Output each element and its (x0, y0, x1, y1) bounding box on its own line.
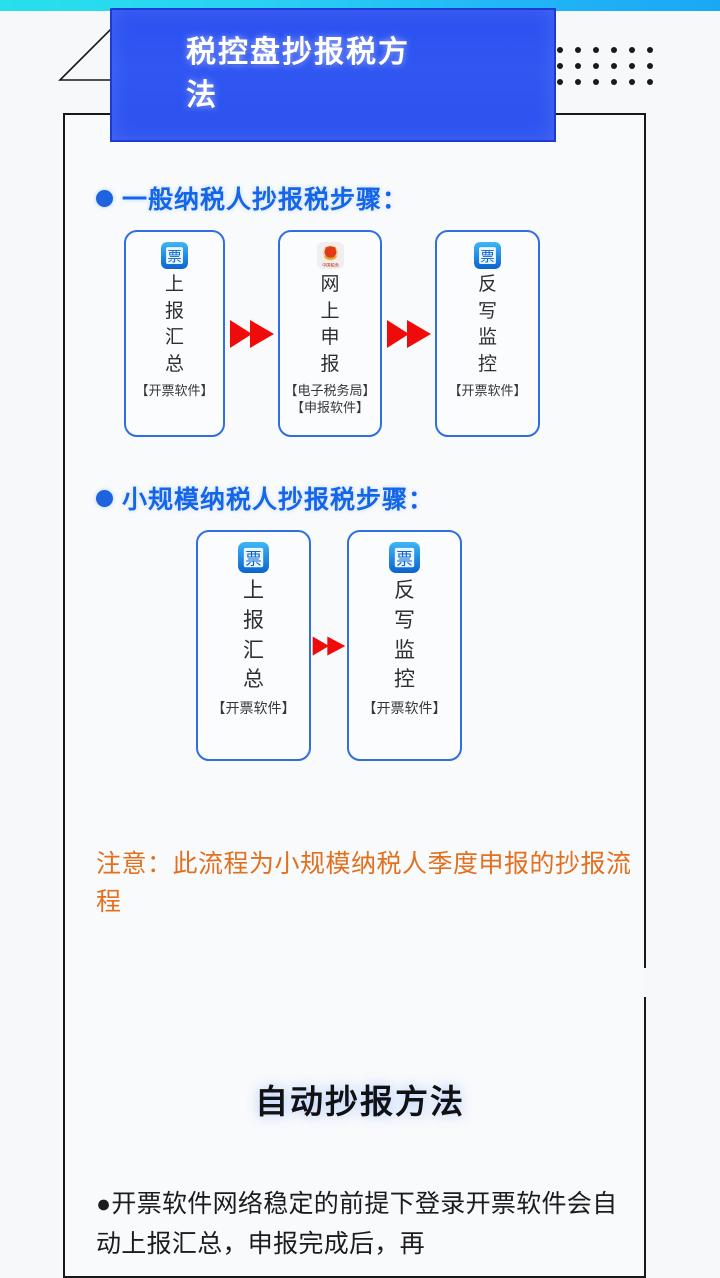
flow-char: 汇 (243, 638, 264, 662)
dot (593, 63, 599, 69)
auto-report-body: ●开票软件网络稳定的前提下登录开票软件会自动上报汇总，申报完成后，再 (96, 1190, 618, 1258)
blue-bullet-dot-icon (96, 189, 113, 207)
section-heading-small-scale-taxpayer: 小规模纳税人抄报税步骤： (96, 480, 434, 516)
flow-char: 上 (243, 579, 264, 602)
page-title: 税控盘抄报税方 法 (112, 32, 468, 117)
dot (629, 63, 635, 69)
invoice-software-icon: 票 (238, 542, 269, 573)
flow-char: 报 (320, 353, 340, 375)
page-title-line2: 法 (186, 79, 218, 112)
svg-text:票: 票 (480, 249, 494, 265)
flow-char: 反 (394, 579, 415, 602)
page-title-line1: 税控盘抄报税方 (186, 36, 410, 70)
flow-row-general-taxpayer: 票 上 报 汇 总 【开票软件】 (124, 230, 540, 437)
invoice-software-icon: 票 (389, 542, 420, 573)
svg-text:票: 票 (167, 249, 181, 265)
dot (611, 79, 617, 85)
flow-card-caption: 【开票软件】 (135, 383, 214, 399)
dot (557, 79, 563, 85)
flow-card-caption: 【开票软件】 (448, 383, 527, 399)
flow-card-caption: 【电子税务局】 (284, 383, 376, 399)
dot (611, 63, 617, 69)
flow-char: 监 (394, 638, 415, 662)
dot (629, 79, 635, 85)
flow-char: 网 (320, 274, 340, 295)
title-banner: 税控盘抄报税方 法 (110, 8, 556, 142)
svg-text:票: 票 (245, 550, 261, 568)
note-text: 注意：此流程为小规模纳税人季度申报的抄报流程 (96, 850, 632, 916)
flow-card-chars: 反 写 监 控 (394, 576, 415, 695)
flow-char: 总 (243, 668, 264, 692)
double-right-arrow-icon (225, 317, 278, 351)
flow-card-caption: 【开票软件】 (211, 700, 296, 717)
flow-char: 控 (394, 668, 415, 692)
svg-text:票: 票 (396, 550, 412, 568)
flow-card-step-2[interactable]: 中国税务 网 上 申 报 【电子税务局】 【申报软件】 (278, 230, 382, 437)
double-right-arrow-icon (311, 625, 347, 667)
flow-char: 上 (320, 300, 340, 322)
invoice-software-icon: 票 (161, 242, 188, 269)
flow-char: 汇 (164, 327, 184, 349)
flow-char: 总 (164, 353, 184, 375)
dot (575, 79, 581, 85)
flow-card-step-1[interactable]: 票 上 报 汇 总 【开票软件】 (124, 230, 225, 437)
flow-char: 报 (164, 300, 184, 322)
section-heading-general-taxpayer: 一般纳税人抄报税步骤： (96, 180, 408, 216)
double-right-arrow-icon (382, 317, 435, 351)
section-heading-label: 一般纳税人抄报税步骤： (122, 186, 409, 214)
dot (647, 63, 653, 69)
flow-char: 写 (394, 608, 415, 632)
flow-card-step-1[interactable]: 票 上 报 汇 总 【开票软件】 (196, 530, 311, 761)
invoice-software-icon: 票 (474, 242, 501, 269)
flow-card-chars: 网 上 申 报 (320, 272, 339, 378)
flow-char: 申 (320, 327, 340, 349)
dot (557, 63, 563, 69)
flow-card-step-3[interactable]: 票 反 写 监 控 【开票软件】 (435, 230, 540, 437)
dot (557, 47, 563, 53)
svg-text:中国税务: 中国税务 (322, 261, 340, 268)
dot (575, 63, 581, 69)
flow-card-chars: 反 写 监 控 (478, 272, 497, 378)
dot (611, 47, 617, 53)
flow-char: 写 (477, 300, 497, 322)
blue-bullet-dot-icon (96, 489, 113, 507)
dot (629, 47, 635, 53)
flow-row-small-scale-taxpayer: 票 上 报 汇 总 【开票软件】 (196, 530, 462, 761)
flow-char: 报 (243, 608, 264, 632)
section-heading-label: 小规模纳税人抄报税步骤： (122, 486, 435, 514)
dot (593, 47, 599, 53)
flow-char: 反 (477, 274, 497, 295)
dot-grid-decoration (557, 47, 665, 95)
dot (593, 79, 599, 85)
flow-card-chars: 上 报 汇 总 (165, 272, 184, 378)
flow-card-caption: 【开票软件】 (362, 700, 447, 717)
dot (575, 47, 581, 53)
flow-card-caption-2: 【申报软件】 (290, 399, 369, 415)
flow-char: 控 (477, 353, 497, 375)
auto-report-title: 自动抄报方法 (255, 1083, 465, 1120)
flow-char: 监 (477, 327, 497, 349)
flow-card-step-2[interactable]: 票 反 写 监 控 【开票软件】 (347, 530, 462, 761)
flow-char: 上 (164, 274, 184, 295)
frame-border-gap (644, 968, 649, 997)
top-gradient-strip (0, 0, 720, 11)
dot (647, 47, 653, 53)
flow-card-chars: 上 报 汇 总 (243, 576, 264, 695)
dot (647, 79, 653, 85)
tax-bureau-emblem-icon: 中国税务 (316, 242, 344, 269)
